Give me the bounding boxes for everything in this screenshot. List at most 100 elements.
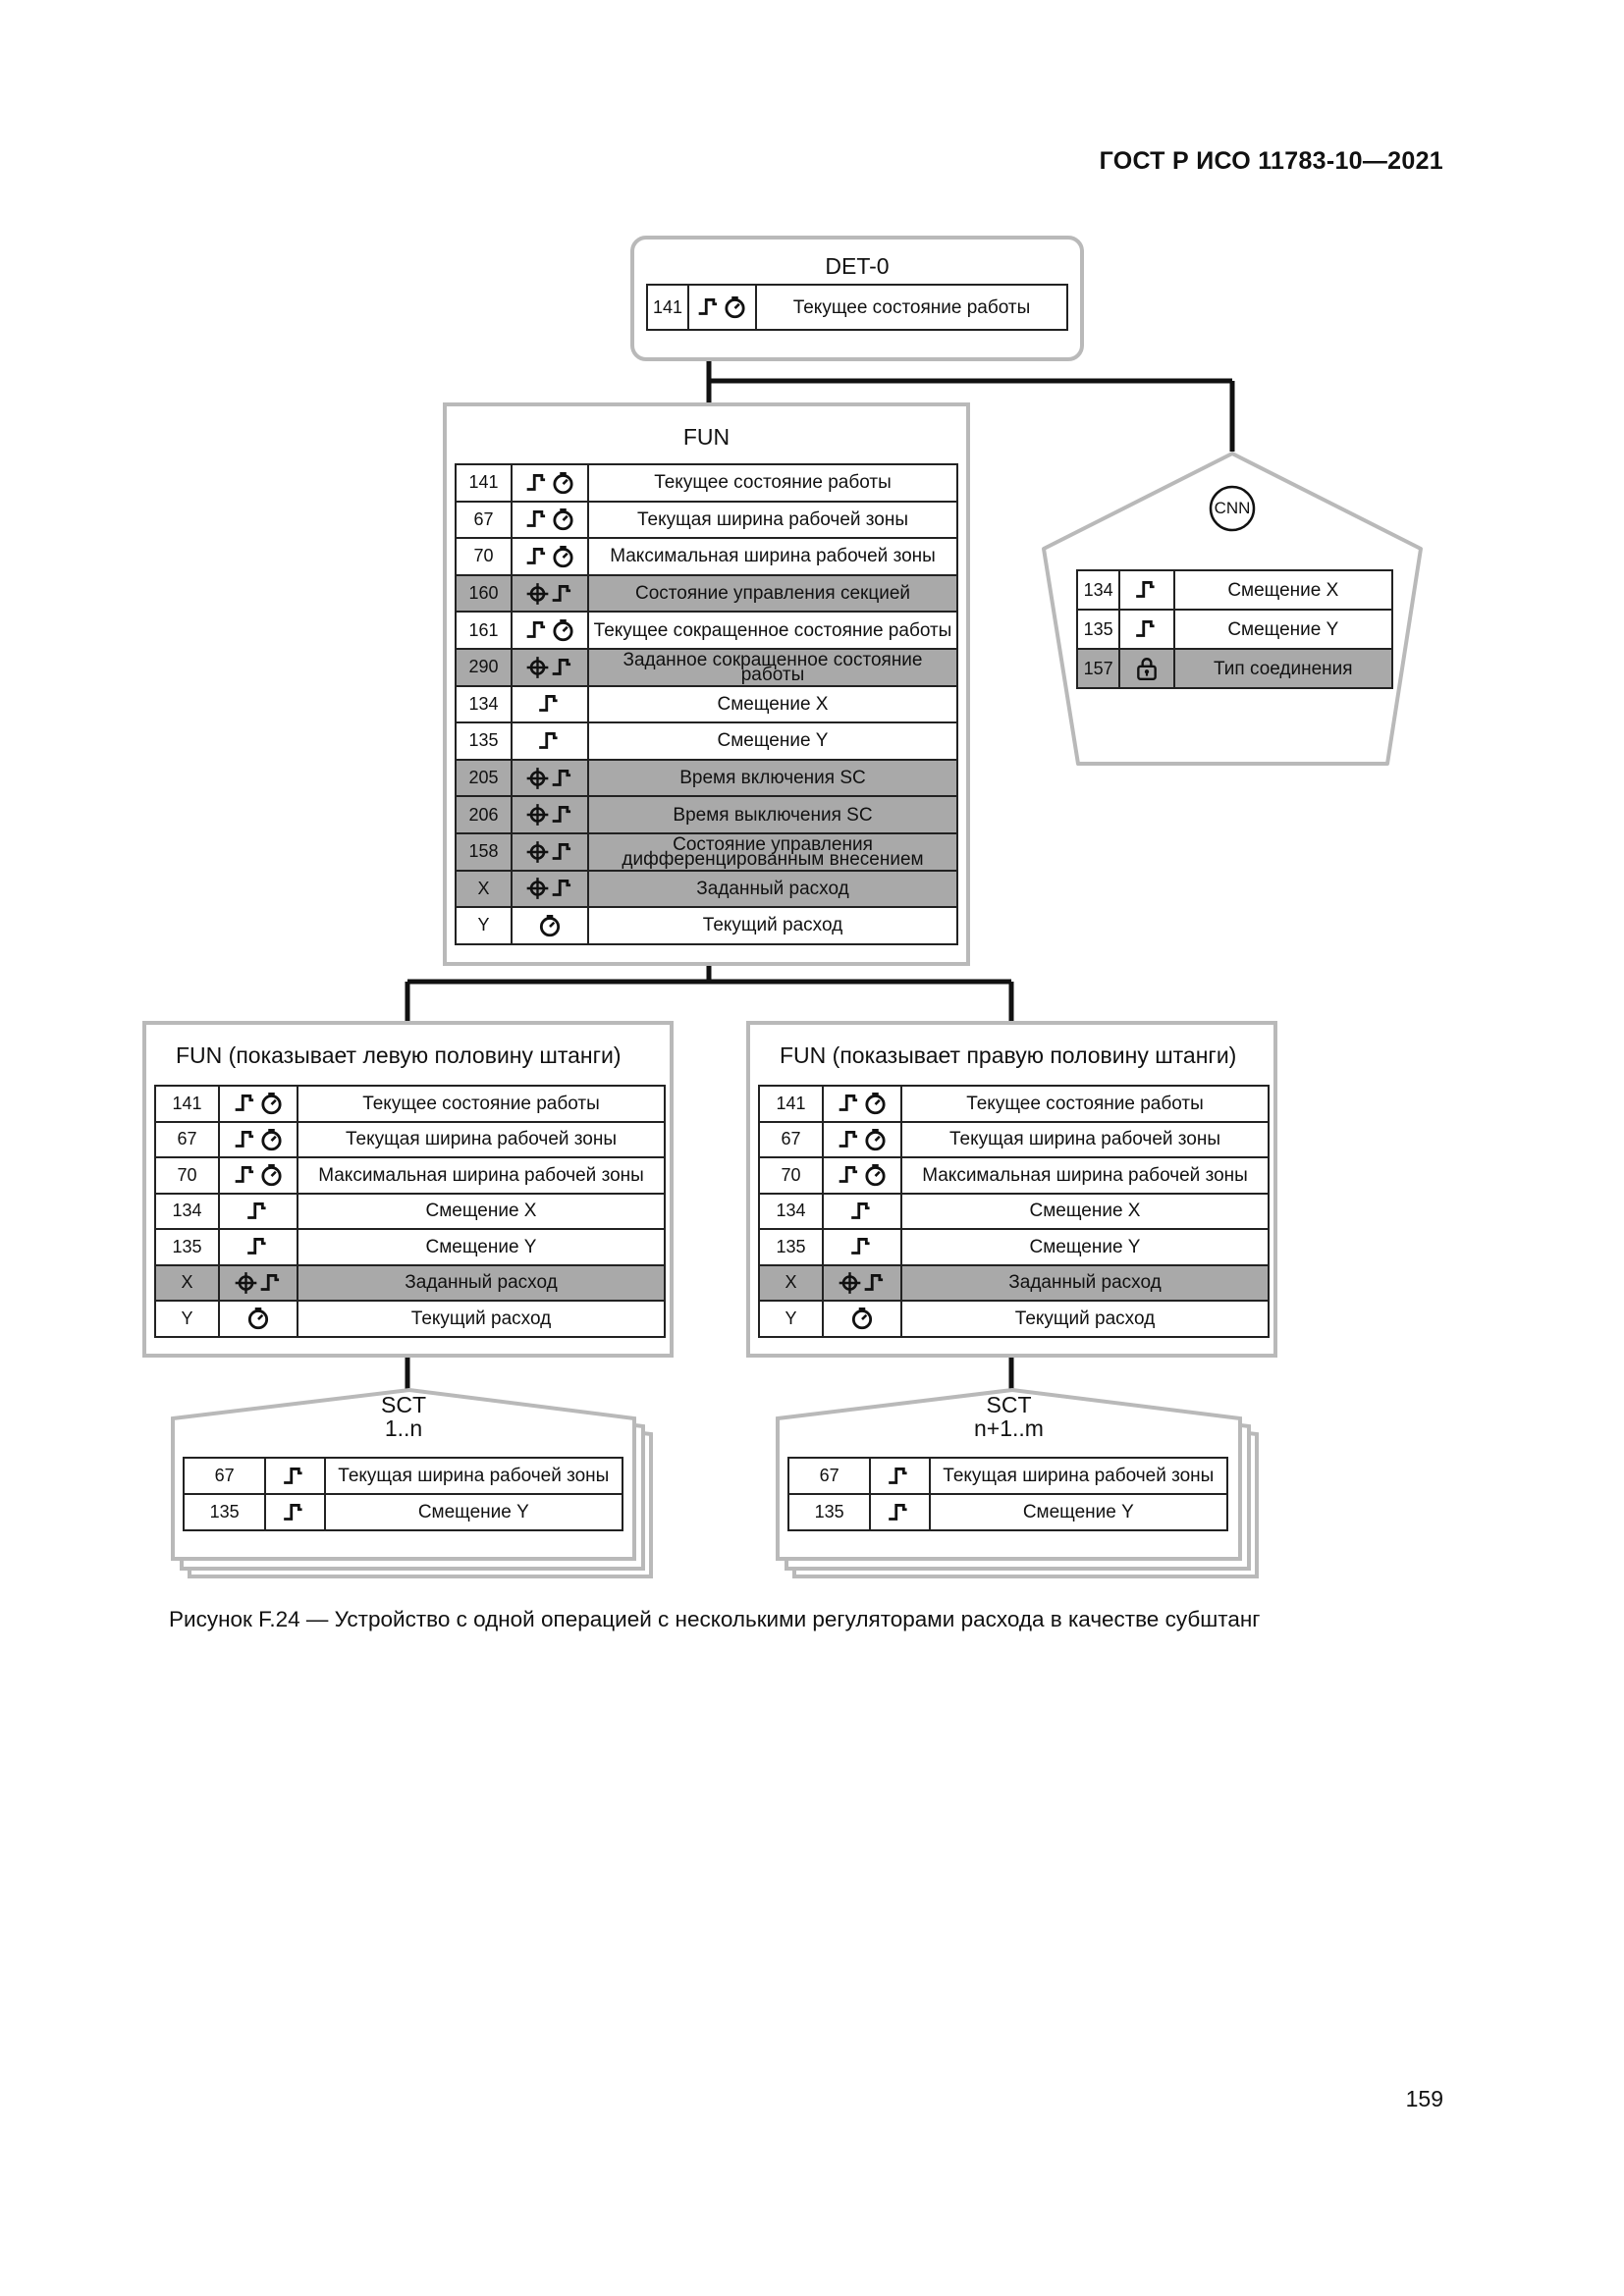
object-label: Заданный расход <box>587 869 958 909</box>
trigger-timer-icon <box>235 1164 282 1187</box>
object-label: Заданный расход <box>297 1263 666 1302</box>
trigger-cell <box>869 1457 931 1495</box>
object-label: Смещение Y <box>900 1228 1270 1266</box>
trigger-cell <box>822 1300 902 1338</box>
crosshair-trigger-icon <box>235 1271 279 1294</box>
trigger-cell <box>218 1300 298 1338</box>
table-row: 134 Смещение X <box>455 684 958 724</box>
object-label: Текущая ширина рабочей зоны <box>900 1120 1270 1158</box>
trigger-cell <box>511 906 589 945</box>
fun-right-title: FUN (показывает правую половину штанги) <box>780 1042 1237 1068</box>
standard-header: ГОСТ Р ИСО 11783-10—2021 <box>1099 147 1443 175</box>
trigger-cell <box>687 284 757 331</box>
object-id: Y <box>154 1300 220 1338</box>
trigger-cell <box>218 1085 298 1123</box>
crosshair-trigger-icon <box>526 582 570 605</box>
object-id: X <box>154 1263 220 1302</box>
trigger-icon <box>851 1238 870 1255</box>
sct-left-title: SCT <box>381 1392 426 1417</box>
object-label: Смещение X <box>587 684 958 724</box>
trigger-timer-icon <box>526 471 573 494</box>
object-label: Тип соединения <box>1172 648 1394 689</box>
object-label: Максимальная ширина рабочей зоны <box>587 537 958 576</box>
object-id: 206 <box>455 795 513 834</box>
cnn-circle <box>1209 485 1256 532</box>
trigger-timer-icon <box>235 1128 282 1150</box>
object-id: Y <box>758 1300 824 1338</box>
object-label: Текущее состояние работы <box>297 1085 666 1123</box>
object-label: Смещение Y <box>323 1493 624 1531</box>
trigger-timer-icon <box>698 296 745 319</box>
object-label: Время включения SC <box>587 758 958 798</box>
trigger-cell <box>218 1192 298 1230</box>
object-id: 134 <box>455 684 513 724</box>
trigger-cell <box>511 500 589 540</box>
object-label: Состояние управления дифференцированным … <box>587 831 958 872</box>
object-label: Текущий расход <box>297 1300 666 1338</box>
object-label: Время выключения SC <box>587 795 958 834</box>
object-id: 290 <box>455 647 513 687</box>
crosshair-trigger-icon <box>839 1271 883 1294</box>
object-label: Текущая ширина рабочей зоны <box>587 500 958 540</box>
trigger-cell <box>1118 648 1175 689</box>
trigger-cell <box>511 721 589 761</box>
trigger-cell <box>822 1085 902 1123</box>
trigger-icon <box>889 1503 908 1521</box>
trigger-cell <box>511 573 589 614</box>
trigger-icon <box>889 1467 908 1484</box>
object-label: Состояние управления секцией <box>587 573 958 614</box>
trigger-cell <box>822 1263 902 1302</box>
crosshair-trigger-icon <box>526 840 570 863</box>
trigger-timer-icon <box>526 619 573 642</box>
trigger-cell <box>511 463 589 503</box>
table-row: 290 Заданное сокращенное состояние работы <box>455 647 958 687</box>
timer-icon <box>539 914 561 937</box>
trigger-icon <box>1136 581 1155 598</box>
trigger-cell <box>1118 569 1175 611</box>
trigger-timer-icon <box>839 1128 886 1150</box>
table-row: 134 Смещение X <box>1075 569 1394 611</box>
timer-icon <box>247 1308 269 1330</box>
trigger-cell <box>218 1228 298 1266</box>
object-id: 161 <box>455 611 513 650</box>
lock-icon <box>1137 658 1157 681</box>
trigger-cell <box>264 1493 326 1531</box>
object-label: Смещение X <box>1172 569 1394 611</box>
object-id: 160 <box>455 573 513 614</box>
object-label: Текущая ширина рабочей зоны <box>297 1120 666 1158</box>
object-id: 70 <box>154 1156 220 1195</box>
object-label: Заданное сокращенное состояние работы <box>587 647 958 687</box>
table-row: X Заданный расход <box>154 1263 666 1302</box>
sct-left-range: 1..n <box>384 1415 423 1441</box>
trigger-icon <box>247 1238 266 1255</box>
fun-main-title: FUN <box>682 424 731 450</box>
trigger-cell <box>511 611 589 650</box>
object-label: Смещение X <box>297 1192 666 1230</box>
object-label: Смещение Y <box>297 1228 666 1266</box>
object-label: Текущее состояние работы <box>755 284 1068 331</box>
crosshair-trigger-icon <box>526 878 570 900</box>
object-id: X <box>758 1263 824 1302</box>
object-id: 134 <box>1075 569 1121 611</box>
timer-icon <box>851 1308 873 1330</box>
object-id: 141 <box>154 1085 220 1123</box>
crosshair-trigger-icon <box>526 804 570 826</box>
trigger-icon <box>284 1467 303 1484</box>
trigger-cell <box>511 758 589 798</box>
trigger-cell <box>822 1156 902 1195</box>
object-label: Текущее состояние работы <box>900 1085 1270 1123</box>
trigger-cell <box>1118 609 1175 650</box>
